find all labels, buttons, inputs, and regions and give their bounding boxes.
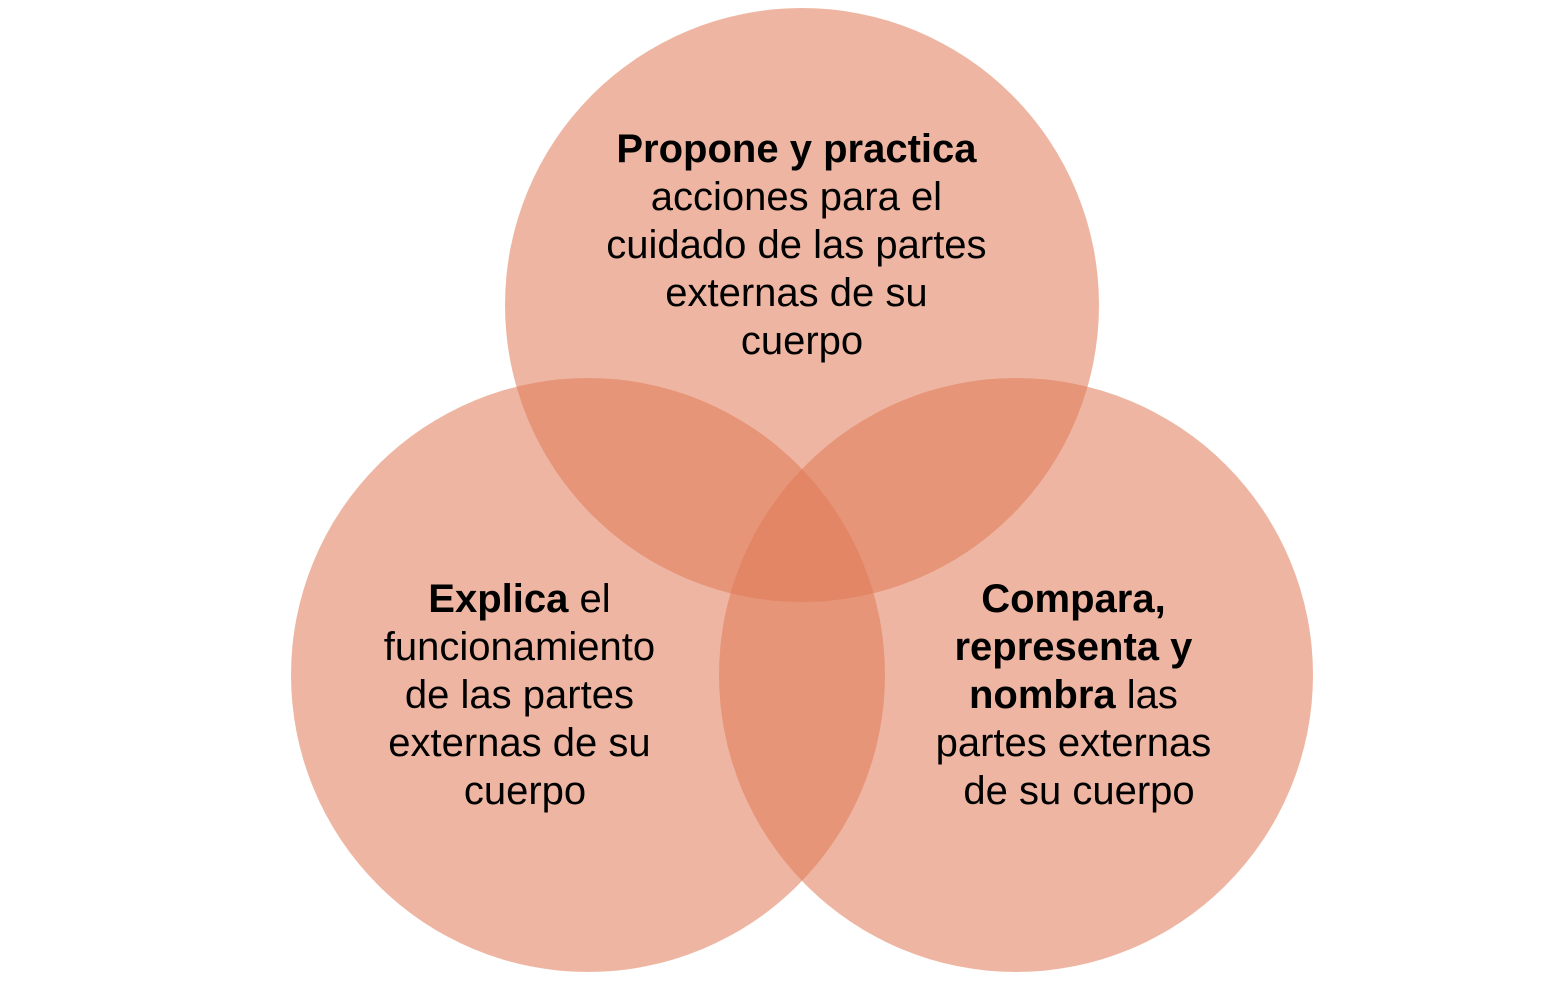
label-right-line-4: partes externas xyxy=(936,721,1212,765)
label-top-line-2: acciones para el xyxy=(651,175,942,219)
label-top-line-4-part-1: externas de su xyxy=(665,271,927,315)
label-top-line-1: Propone y practica xyxy=(616,127,977,171)
circle-right xyxy=(719,378,1313,972)
circle-left xyxy=(291,378,885,972)
label-right-line-3-part-1: nombra xyxy=(969,673,1116,717)
label-right-line-1-part-1: Compara, xyxy=(981,577,1166,621)
label-top-line-2-part-1: acciones para el xyxy=(651,175,942,219)
label-left-line-3-part-1: de las partes xyxy=(405,673,634,717)
label-left-line-1-part-1: Explica xyxy=(428,577,569,621)
label-right-line-4-part-1: partes externas xyxy=(936,721,1212,765)
label-right-line-3-part-2: las xyxy=(1116,673,1178,717)
label-top-line-3-part-1: cuidado de las partes xyxy=(606,223,986,267)
label-right: Compara, representa y nombra las partes … xyxy=(936,577,1223,813)
label-right-line-2-part-1: representa y xyxy=(954,625,1193,669)
label-top-line-4: externas de su xyxy=(665,271,927,315)
label-right-line-5-part-1: de su cuerpo xyxy=(963,769,1194,813)
label-right-line-3: nombra las xyxy=(969,673,1178,717)
label-left-line-1-part-2: el xyxy=(568,577,610,621)
label-right-line-5: de su cuerpo xyxy=(963,769,1194,813)
label-top-line-5-part-1: cuerpo xyxy=(741,319,863,363)
label-left-line-2: funcionamiento xyxy=(384,625,655,669)
label-right-line-2: representa y xyxy=(954,625,1193,669)
label-left-line-4-part-1: externas de su xyxy=(388,721,650,765)
label-left-line-4: externas de su xyxy=(388,721,650,765)
label-left-line-5: cuerpo xyxy=(464,769,586,813)
label-left-line-5-part-1: cuerpo xyxy=(464,769,586,813)
label-top-line-3: cuidado de las partes xyxy=(606,223,986,267)
label-left: Explica el funcionamiento de las partes … xyxy=(384,577,666,813)
label-right-line-1: Compara, xyxy=(981,577,1166,621)
label-left-line-2-part-1: funcionamiento xyxy=(384,625,655,669)
label-left-line-1: Explica el xyxy=(428,577,610,621)
label-left-line-3: de las partes xyxy=(405,673,634,717)
label-top-line-1-part-1: Propone y practica xyxy=(616,127,977,171)
label-top-line-5: cuerpo xyxy=(741,319,863,363)
label-top: Propone y practica acciones para el cuid… xyxy=(606,127,997,363)
